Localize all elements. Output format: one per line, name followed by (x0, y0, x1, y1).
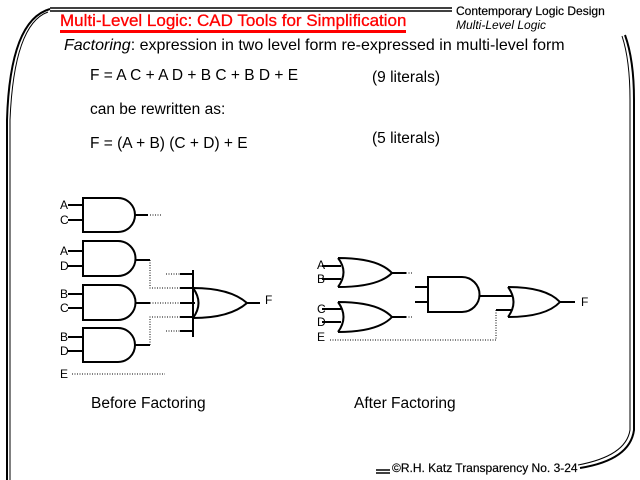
output-label: F (581, 295, 588, 309)
input-label: C (317, 302, 326, 316)
or-gate (192, 270, 260, 337)
original-literal-count: (9 literals) (372, 69, 441, 86)
slide-title: Multi-Level Logic: CAD Tools for Simplif… (60, 11, 407, 33)
and-gate (82, 284, 137, 321)
after-dotted-wires (330, 272, 497, 341)
after-circuit (322, 257, 575, 333)
after-labels: A B C D E F (317, 258, 588, 344)
input-label: D (60, 259, 69, 273)
input-label: C (60, 213, 69, 227)
original-equation: F = A C + A D + B C + B D + E (90, 67, 299, 84)
input-label: B (60, 287, 68, 301)
input-label: D (317, 315, 326, 329)
before-circuit (68, 197, 260, 363)
before-dotted-wires (72, 214, 180, 375)
before-caption: Before Factoring (91, 395, 206, 412)
section-name: Multi-Level Logic (456, 18, 547, 32)
input-label: E (317, 330, 325, 344)
slide-frame (6, 7, 635, 480)
input-label: A (60, 244, 68, 258)
and-gate (82, 197, 136, 233)
input-label: C (60, 301, 69, 315)
footer: ©R.H. Katz Transparency No. 3-24 (392, 461, 578, 475)
input-label: E (60, 367, 68, 381)
output-label: F (265, 293, 272, 307)
or-gate (337, 301, 394, 333)
intro-line: Factoring: expression in two level form … (64, 37, 565, 55)
before-labels: A C A D B C B D E F (60, 198, 272, 381)
factored-literal-count: (5 literals) (372, 130, 441, 147)
input-label: A (60, 198, 68, 212)
and-gate (427, 276, 481, 313)
after-caption: After Factoring (354, 395, 456, 412)
input-label: B (317, 272, 325, 286)
intro-term: Factoring (64, 37, 131, 54)
and-gate (82, 240, 137, 277)
course-name: Contemporary Logic Design (456, 4, 605, 18)
connector-text: can be rewritten as: (90, 101, 226, 118)
or-gate (337, 257, 394, 288)
factored-equation: F = (A + B) (C + D) + E (90, 135, 248, 152)
intro-text: : expression in two level form re-expres… (130, 37, 565, 54)
or-gate (507, 286, 562, 318)
input-label: A (317, 258, 325, 272)
and-gate (82, 327, 136, 363)
input-label: D (60, 344, 69, 358)
input-label: B (60, 330, 68, 344)
